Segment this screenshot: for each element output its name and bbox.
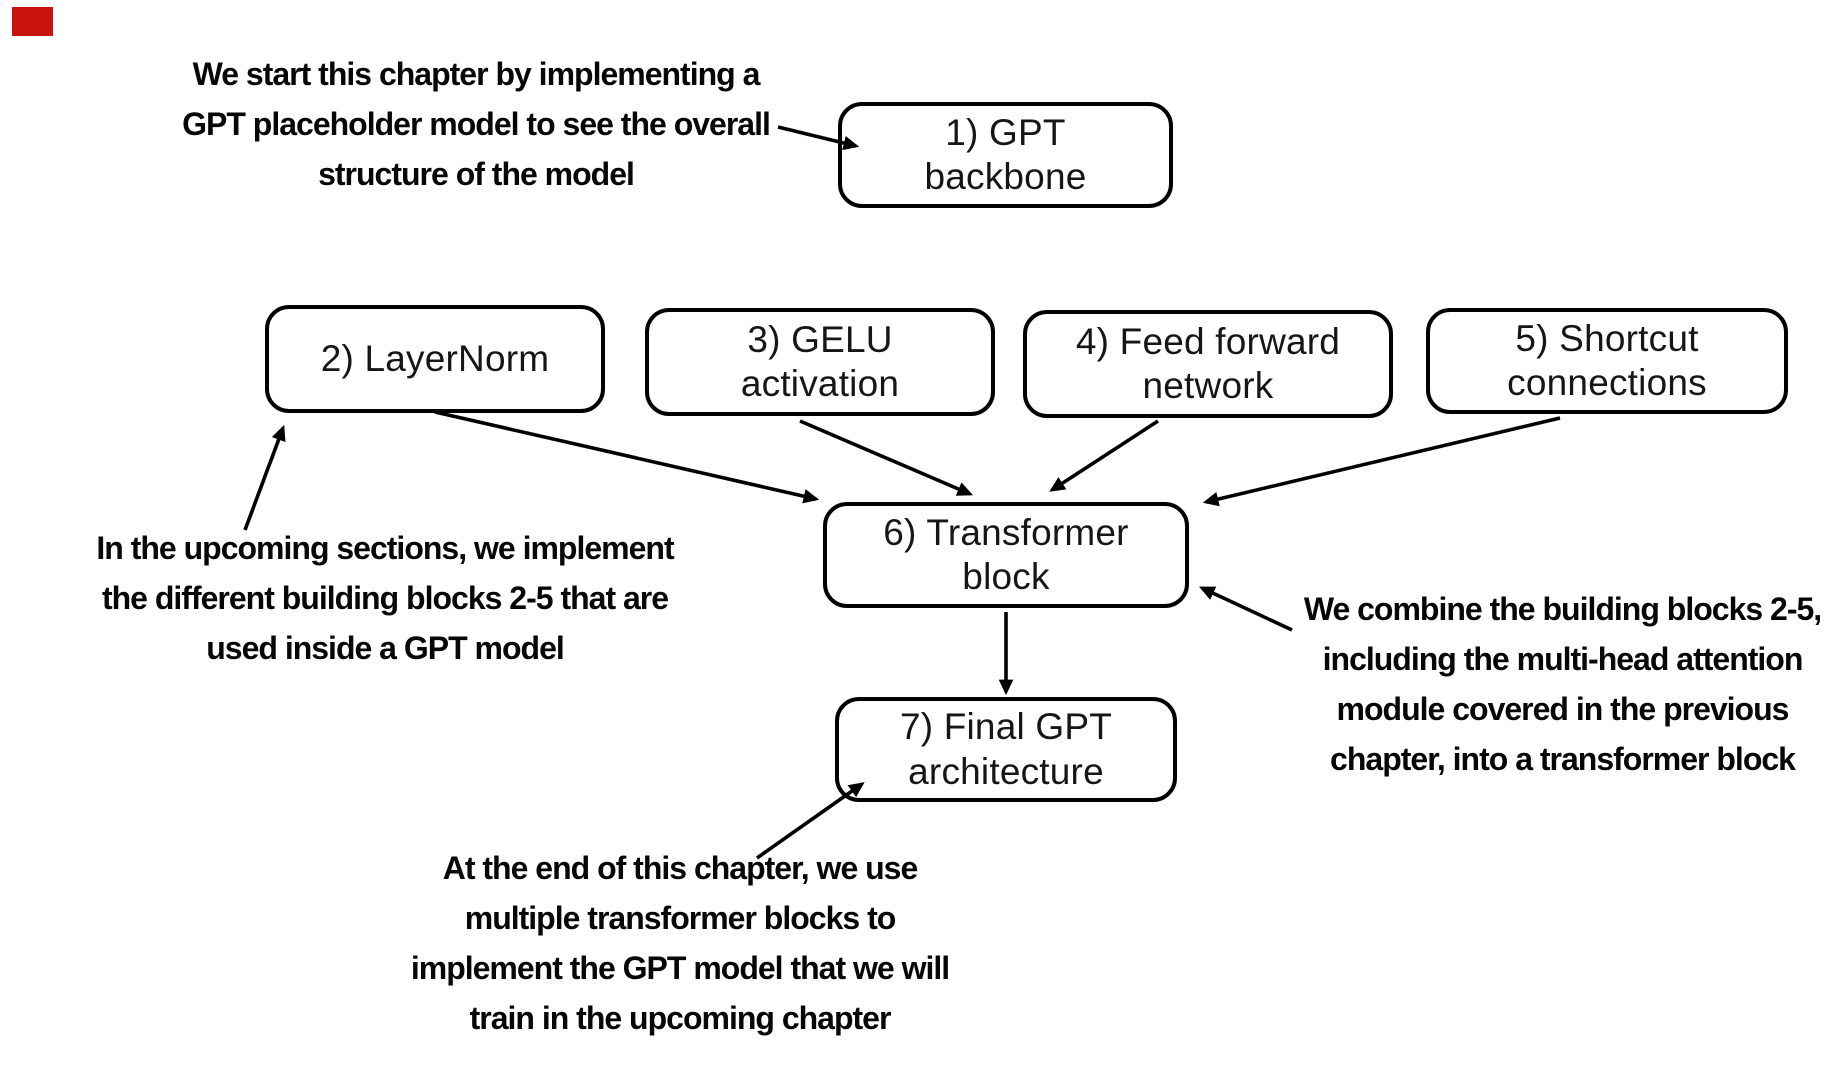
arrow-layernorm-to-transformer-block <box>434 410 820 504</box>
flow-box-final-gpt-architecture: 7) Final GPT architecture <box>835 697 1177 802</box>
flow-box-gelu-activation: 3) GELU activation <box>645 308 995 416</box>
flow-box-layernorm: 2) LayerNorm <box>265 305 605 413</box>
flow-box-gpt-backbone: 1) GPT backbone <box>838 102 1173 208</box>
note-building-blocks: In the upcoming sections, we implement t… <box>96 530 674 666</box>
flow-box-feed-forward-network: 4) Feed forward network <box>1023 310 1393 418</box>
note-chapter-start: We start this chapter by implementing a … <box>182 56 771 192</box>
arrow-gelu-to-transformer-block <box>799 419 974 496</box>
note-chapter-end: At the end of this chapter, we use multi… <box>410 850 950 1036</box>
flow-box-transformer-block: 6) Transformer block <box>823 502 1189 608</box>
arrow-note-to-transformer-block <box>1198 586 1293 632</box>
arrow-note-to-layernorm <box>243 424 286 531</box>
arrow-feed-forward-to-transformer-block <box>1049 419 1159 492</box>
flow-box-shortcut-connections: 5) Shortcut connections <box>1426 308 1788 414</box>
recording-indicator-marker <box>12 7 53 36</box>
note-combine-blocks: We combine the building blocks 2-5, incl… <box>1303 591 1822 777</box>
arrow-shortcut-to-transformer-block <box>1202 416 1561 507</box>
